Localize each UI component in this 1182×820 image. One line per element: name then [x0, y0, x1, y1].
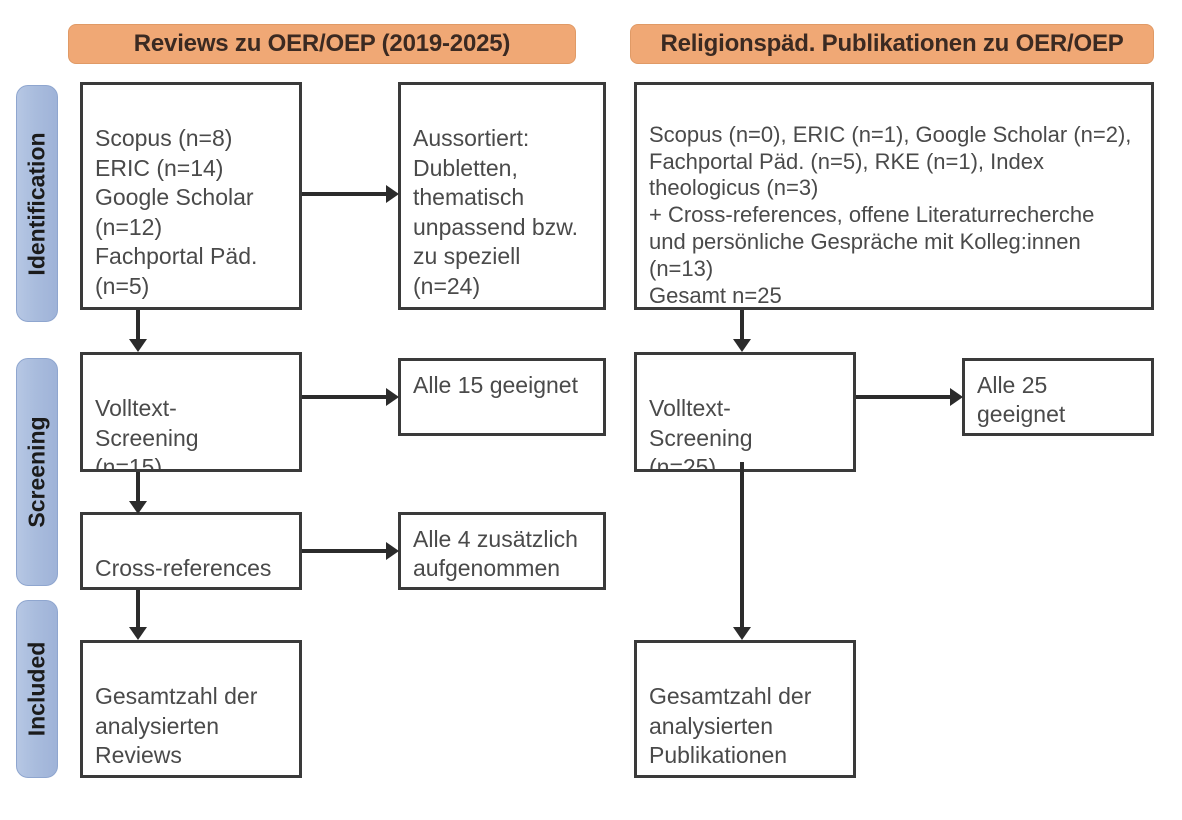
connector-right-identification-to-screening — [740, 310, 744, 340]
stage-label-included: Included — [23, 641, 50, 737]
left-excluded-box: Aussortiert: Dubletten, thematisch unpas… — [398, 82, 606, 310]
connector-left-screening-to-crossrefs — [136, 472, 140, 502]
banner-left: Reviews zu OER/OEP (2019-2025) — [68, 24, 576, 64]
left-excluded-text: Aussortiert: Dubletten, thematisch unpas… — [413, 125, 578, 299]
banner-right-label: Religionspäd. Publikationen zu OER/OEP — [660, 30, 1124, 57]
stage-pill-identification: Identification — [16, 85, 58, 322]
left-identification-sources-text: Scopus (n=8) ERIC (n=14) Google Scholar … — [95, 125, 258, 307]
left-included-total-text: Gesamtzahl der analysierten Reviews (n=1… — [95, 683, 258, 775]
connector-left-identification-to-screening — [136, 310, 140, 340]
arrowhead-right-screening-to-result — [950, 388, 963, 406]
stage-label-identification: Identification — [23, 131, 50, 276]
connector-left-crossrefs-to-included — [136, 590, 140, 628]
connector-right-screening-to-included — [740, 462, 744, 628]
stage-pill-screening: Screening — [16, 358, 58, 586]
arrowhead-right-identification-to-screening — [733, 339, 751, 352]
left-cross-references-box: Cross-references (n=4) — [80, 512, 302, 590]
left-fulltext-screening-box: Volltext- Screening (n=15) — [80, 352, 302, 472]
right-fulltext-screening-box: Volltext- Screening (n=25) — [634, 352, 856, 472]
connector-left-identification-to-excluded — [302, 192, 388, 196]
connector-left-screening-to-result — [302, 395, 388, 399]
right-included-total-text: Gesamtzahl der analysierten Publikatione… — [649, 683, 812, 775]
arrowhead-left-identification-to-screening — [129, 339, 147, 352]
connector-left-crossrefs-to-result — [302, 549, 388, 553]
left-fulltext-result-text: Alle 15 geeignet — [413, 372, 578, 398]
left-fulltext-screening-text: Volltext- Screening (n=15) — [95, 395, 199, 472]
left-included-total-box: Gesamtzahl der analysierten Reviews (n=1… — [80, 640, 302, 778]
banner-right: Religionspäd. Publikationen zu OER/OEP — [630, 24, 1154, 64]
right-fulltext-result-text: Alle 25 geeignet — [977, 372, 1066, 428]
left-cross-references-text: Cross-references (n=4) — [95, 555, 272, 587]
arrowhead-left-screening-to-crossrefs — [129, 501, 147, 514]
left-fulltext-result-box: Alle 15 geeignet — [398, 358, 606, 436]
right-fulltext-result-box: Alle 25 geeignet — [962, 358, 1154, 436]
left-identification-sources-box: Scopus (n=8) ERIC (n=14) Google Scholar … — [80, 82, 302, 310]
banner-left-label: Reviews zu OER/OEP (2019-2025) — [133, 30, 511, 57]
right-included-total-box: Gesamtzahl der analysierten Publikatione… — [634, 640, 856, 778]
left-cross-references-result-box: Alle 4 zusätzlich aufgenommen — [398, 512, 606, 590]
arrowhead-left-crossrefs-to-included — [129, 627, 147, 640]
arrowhead-right-screening-to-included — [733, 627, 751, 640]
right-fulltext-screening-text: Volltext- Screening (n=25) — [649, 395, 753, 472]
arrowhead-left-identification-to-excluded — [386, 185, 399, 203]
stage-label-screening: Screening — [23, 416, 50, 528]
arrowhead-left-screening-to-result — [386, 388, 399, 406]
arrowhead-left-crossrefs-to-result — [386, 542, 399, 560]
stage-pill-included: Included — [16, 600, 58, 778]
connector-right-screening-to-result — [856, 395, 952, 399]
right-identification-sources-box: Scopus (n=0), ERIC (n=1), Google Scholar… — [634, 82, 1154, 310]
right-identification-sources-text: Scopus (n=0), ERIC (n=1), Google Scholar… — [649, 121, 1132, 308]
left-cross-references-result-text: Alle 4 zusätzlich aufgenommen — [413, 526, 578, 582]
